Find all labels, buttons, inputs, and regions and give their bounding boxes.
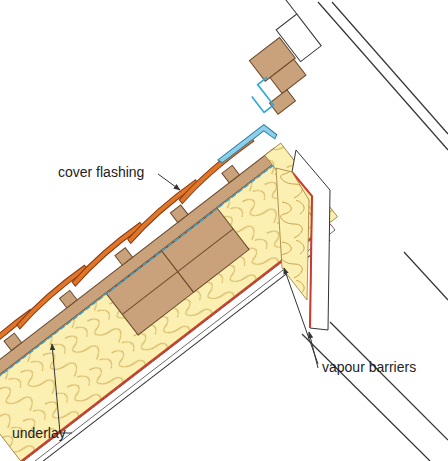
leader-line xyxy=(309,332,318,368)
battens xyxy=(4,165,240,350)
leader-line xyxy=(52,344,72,433)
leader-line xyxy=(158,174,180,190)
label-holder: vapour barriers xyxy=(322,359,416,375)
leader-lines xyxy=(52,174,318,433)
roof-tiles xyxy=(0,137,259,373)
sarking-board xyxy=(0,148,282,397)
window-reveal xyxy=(276,150,330,330)
underlay-membrane xyxy=(0,158,282,397)
label-holder: underlay xyxy=(12,425,66,441)
label-holder: cover flashing xyxy=(58,164,144,180)
roof-build-up xyxy=(0,122,348,461)
part-label: cover flashing xyxy=(58,164,144,180)
part-label: vapour barriers xyxy=(322,359,416,375)
part-label: underlay xyxy=(12,425,66,441)
insulation xyxy=(0,153,337,460)
cover-flashing xyxy=(218,122,278,174)
window-frame xyxy=(215,0,338,120)
